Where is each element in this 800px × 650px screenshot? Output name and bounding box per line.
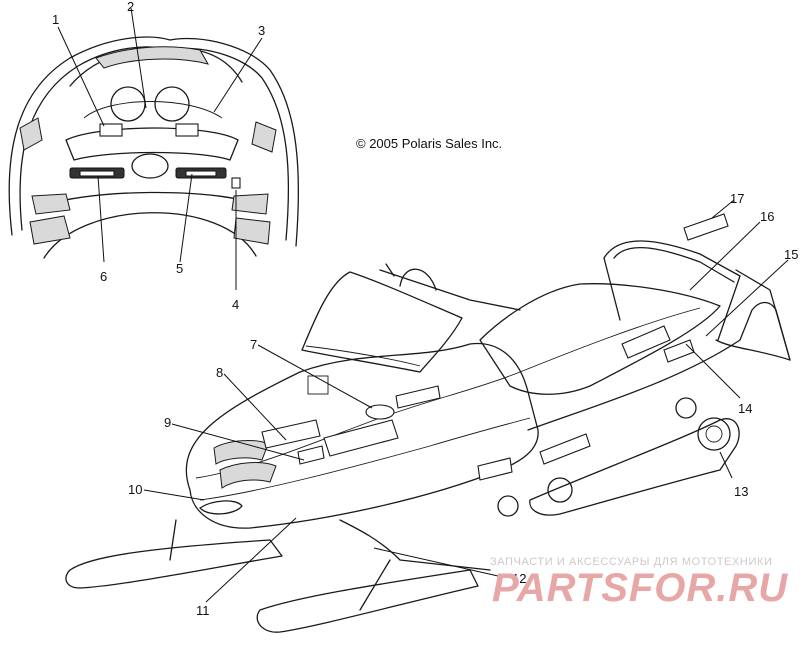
callout-8: 8 <box>216 365 224 380</box>
callout-12: 12 <box>512 571 527 586</box>
callout-14: 14 <box>738 401 753 416</box>
callout-6: 6 <box>100 269 108 284</box>
callout-16: 16 <box>760 209 775 224</box>
watermark-logo: PARTSFOR.RU <box>492 566 789 610</box>
dashboard-inset <box>8 36 300 259</box>
callout-13: 13 <box>734 484 749 499</box>
leader-lines <box>57 7 789 603</box>
callout-4: 4 <box>232 297 240 312</box>
callout-10: 10 <box>128 482 143 497</box>
callout-9: 9 <box>164 415 172 430</box>
callout-1: 1 <box>52 12 60 27</box>
callout-17: 17 <box>730 191 745 206</box>
callout-15: 15 <box>784 247 799 262</box>
callout-7: 7 <box>250 337 258 352</box>
callout-5: 5 <box>176 261 184 276</box>
snowmobile-drawing <box>65 213 791 633</box>
copyright-text: © 2005 Polaris Sales Inc. <box>356 136 503 151</box>
callout-3: 3 <box>258 23 266 38</box>
callout-11: 11 <box>196 603 210 618</box>
callout-2: 2 <box>127 0 135 14</box>
watermark-tagline: ЗАПЧАСТИ И АКСЕССУАРЫ ДЛЯ МОТОТЕХНИКИ <box>490 556 773 568</box>
